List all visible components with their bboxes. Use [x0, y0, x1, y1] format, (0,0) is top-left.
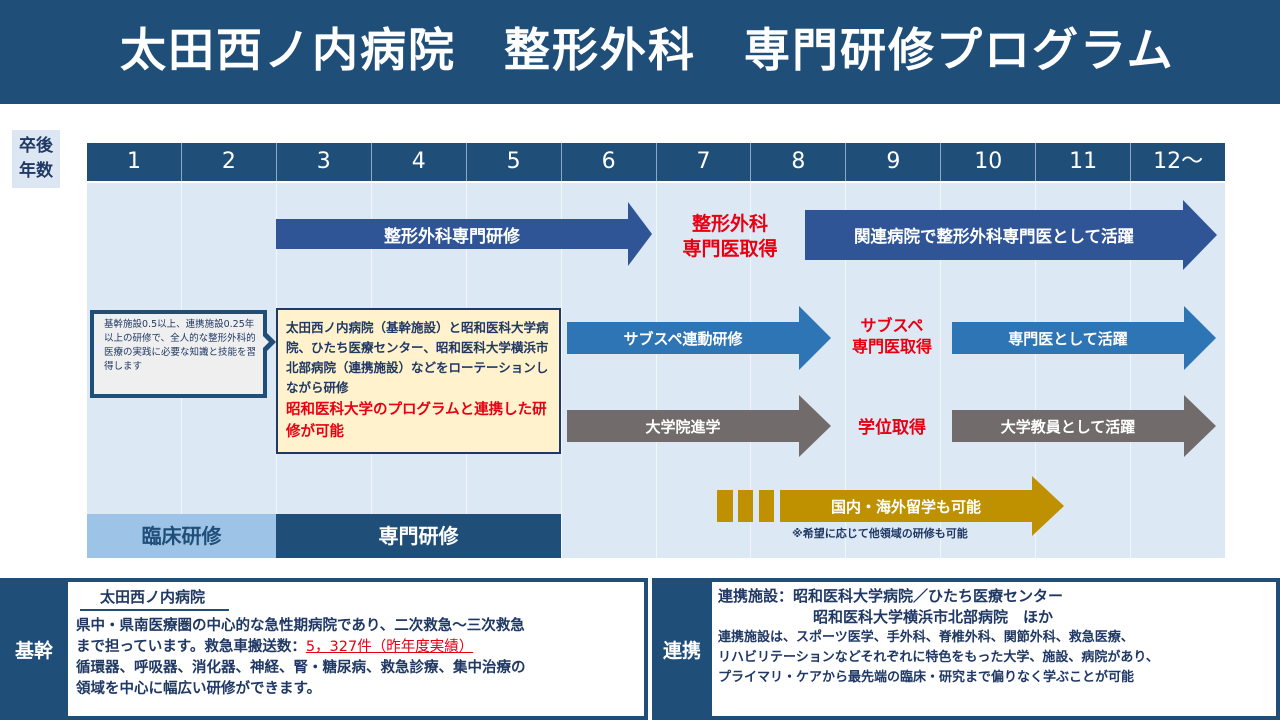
study-abroad-label: 国内・海外留学も可能 [780, 490, 1032, 522]
specialist-training-arrow: 整形外科専門研修 [276, 202, 652, 266]
arrow-head-icon [1183, 200, 1217, 270]
rotation-detail-text: 太田西ノ内病院（基幹施設）と昭和医科大学病院、ひたち医療センター、昭和医科大学横… [286, 320, 549, 395]
graduate-school-label: 大学院進学 [567, 410, 799, 442]
year-axis-label: 卒後 年数 [12, 130, 60, 188]
partner-list-line: 連携施設：昭和医科大学病院／ひたち医療センター [718, 587, 1064, 605]
grid-column [846, 183, 942, 558]
active-related-arrow: 関連病院で整形外科専門医として活躍 [805, 200, 1217, 270]
core-tag: 基幹 [14, 639, 53, 662]
active-related-label: 関連病院で整形外科専門医として活躍 [805, 210, 1183, 260]
milestone-line: 専門医取得 [851, 336, 932, 356]
partner-desc-line: プライマリ・ケアから最先端の臨床・研究まで偏りなく学ぶことが可能 [718, 670, 1135, 685]
degree-milestone: 学位取得 [858, 418, 926, 438]
year-cell: 7 [657, 143, 752, 181]
dash-block-icon [738, 490, 753, 522]
page-title: 太田西ノ内病院 整形外科 専門研修プログラム [120, 23, 1175, 77]
phase-specialist-training: 専門研修 [276, 514, 561, 558]
core-info-line: まで担っています。救急車搬送数：5，327件（昨年度実績） [76, 637, 634, 658]
dash-block-icon [717, 490, 733, 522]
core-info-line: 領域を中心に幅広い研修ができます。 [76, 681, 322, 697]
specialist-training-label: 整形外科専門研修 [276, 219, 628, 249]
core-info-line: 循環器、呼吸器、消化器、神経、腎・糖尿病、救急診療、集中治療の [76, 660, 526, 676]
year-label-line2: 年数 [19, 161, 53, 181]
other-field-note: ※希望に応じて他領域の研修も可能 [792, 527, 968, 540]
grid-column [751, 183, 847, 558]
subspe-specialist-milestone: サブスペ 専門医取得 [830, 316, 954, 358]
active-faculty-label: 大学教員として活躍 [952, 410, 1184, 442]
milestone-line: サブスペ [860, 316, 924, 335]
graduate-school-arrow: 大学院進学 [567, 395, 831, 457]
grid-column [941, 183, 1037, 558]
year-cell: 9 [846, 143, 942, 181]
subspe-training-label: サブスペ連動研修 [567, 322, 799, 354]
grid-column [657, 183, 752, 558]
year-cell: 5 [467, 143, 562, 181]
active-faculty-arrow: 大学教員として活躍 [952, 395, 1216, 457]
arrow-head-icon [1184, 306, 1216, 370]
partner-tag: 連携 [662, 639, 701, 662]
year-cell: 3 [277, 143, 372, 181]
core-info-body: 太田西ノ内病院 県中・県南医療圏の中心的な急性期病院であり、二次救急〜三次救急 … [68, 582, 644, 716]
ortho-specialist-milestone: 整形外科 専門医取得 [660, 212, 800, 261]
arrow-head-icon [799, 306, 831, 370]
year-cell: 6 [562, 143, 657, 181]
year-cell: 11 [1036, 143, 1132, 181]
year-cell: 1 [87, 143, 182, 181]
ambulance-label: まで担っています。救急車搬送数： [76, 639, 306, 655]
active-specialist-label: 専門医として活躍 [952, 322, 1184, 354]
partner-list-line: 昭和医科大学横浜市北部病院 ほか [813, 608, 1054, 626]
active-specialist-arrow: 専門医として活躍 [952, 306, 1216, 370]
year-cell: 12〜 [1153, 149, 1204, 174]
partner-desc-line: 連携施設は、スポーツ医学、手外科、脊椎外科、関節外科、救急医療、 [718, 630, 1134, 645]
year-cell: 8 [751, 143, 847, 181]
milestone-line: 整形外科 [691, 213, 768, 235]
partner-facilities-info: 連携 連携施設：昭和医科大学病院／ひたち医療センター 昭和医科大学横浜市北部病院… [652, 578, 1280, 720]
core-hospital-info: 基幹 太田西ノ内病院 県中・県南医療圏の中心的な急性期病院であり、二次救急〜三次… [0, 578, 648, 720]
grid-column [562, 183, 657, 558]
core-info-line: 県中・県南医療圏の中心的な急性期病院であり、二次救急〜三次救急 [76, 618, 525, 634]
callout-pointer-inner [262, 335, 269, 349]
core-hospital-name: 太田西ノ内病院 [80, 586, 230, 611]
arrow-head-icon [799, 395, 831, 457]
milestone-line: 専門医取得 [682, 237, 778, 260]
subspe-training-arrow: サブスペ連動研修 [567, 306, 831, 370]
study-abroad-arrow: 国内・海外留学も可能 [780, 476, 1064, 536]
rotation-detail-callout: 太田西ノ内病院（基幹施設）と昭和医科大学病院、ひたち医療センター、昭和医科大学横… [276, 308, 561, 454]
grid-column [1036, 183, 1132, 558]
arrow-head-icon [628, 202, 652, 266]
partnership-highlight: 昭和医科大学のプログラムと連携した研修が可能 [286, 402, 547, 440]
year-header: 1 2 3 4 5 6 7 8 9 10 11 12〜 [87, 143, 1225, 181]
arrow-head-icon [1032, 476, 1064, 536]
phase-clinical-training: 臨床研修 [87, 514, 276, 558]
grid-column [467, 183, 562, 558]
partner-desc-line: リハビリテーションなどそれぞれに特色をもった大学、施設、病院があり、 [718, 650, 1159, 665]
ambulance-count: 5，327件（昨年度実績） [305, 639, 474, 655]
year-label-line1: 卒後 [19, 136, 53, 156]
partner-info-body: 連携施設：昭和医科大学病院／ひたち医療センター 昭和医科大学横浜市北部病院 ほか… [712, 582, 1276, 716]
year-cell: 2 [182, 143, 277, 181]
arrow-head-icon [1184, 395, 1216, 457]
rotation-requirement-callout: 基幹施設0.5以上、連携施設0.25年以上の研修で、全人的な整形外科的医療の実践… [90, 310, 267, 398]
title-bar: 太田西ノ内病院 整形外科 専門研修プログラム [0, 0, 1280, 104]
year-cell: 4 [372, 143, 467, 181]
year-cell: 10 [941, 143, 1037, 181]
dash-block-icon [759, 490, 774, 522]
